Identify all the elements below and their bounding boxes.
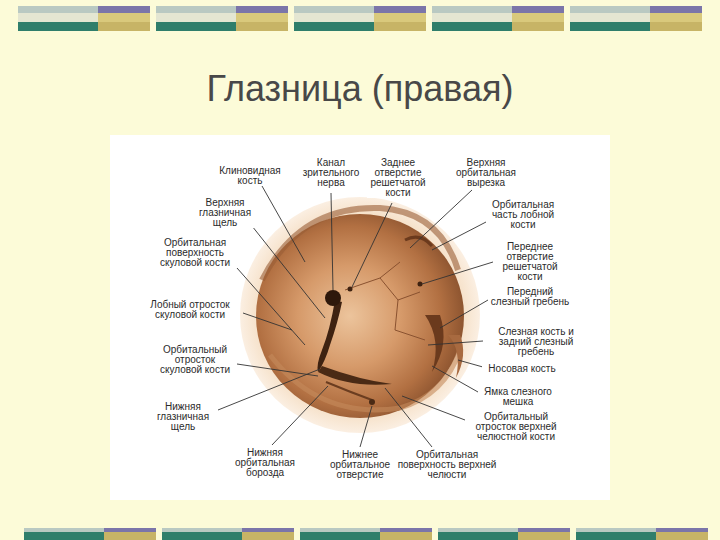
- orbit-drawing: [240, 197, 480, 433]
- part-label: Ямка слезного мешка: [478, 387, 558, 407]
- top-bar: [18, 6, 702, 31]
- slide-title: Глазница (правая): [0, 68, 720, 110]
- part-label: Орбитальная часть лобной кости: [486, 200, 560, 230]
- part-label: Лобный отросток скуловой кости: [140, 300, 240, 320]
- part-label: Орбитальная поверхность верхней челюсти: [397, 450, 497, 480]
- leader-lines: [218, 186, 493, 447]
- part-label: Переднее отверстие решетчатой кости: [499, 242, 561, 282]
- part-label: Заднее отверстие решетчатой кости: [367, 158, 429, 198]
- part-label: Нижнее орбитальное отверстие: [324, 450, 396, 480]
- part-label: Орбитальный отросток верхней челюстной к…: [466, 412, 566, 442]
- picture-panel: [110, 135, 610, 500]
- part-label: Орбитальный отросток скуловой кости: [155, 345, 235, 375]
- part-label: Верхняя орбитальная вырезка: [450, 158, 522, 188]
- part-label: Носовая кость: [482, 364, 562, 374]
- part-label: Передний слезный гребень: [490, 287, 570, 307]
- bottom-bar: [24, 528, 708, 540]
- part-label: Клиновидная кость: [217, 166, 283, 186]
- part-label: Нижняя глазничная щель: [151, 402, 215, 432]
- part-label: Нижняя орбитальная борозда: [229, 448, 301, 478]
- part-label: Верхняя глазничная щель: [193, 198, 257, 228]
- part-label: Канал зрительного нерва: [299, 158, 363, 188]
- part-label: Орбитальная поверхность скуловой кости: [154, 238, 236, 268]
- part-label: Слезная кость и задний слезный гребень: [488, 327, 584, 357]
